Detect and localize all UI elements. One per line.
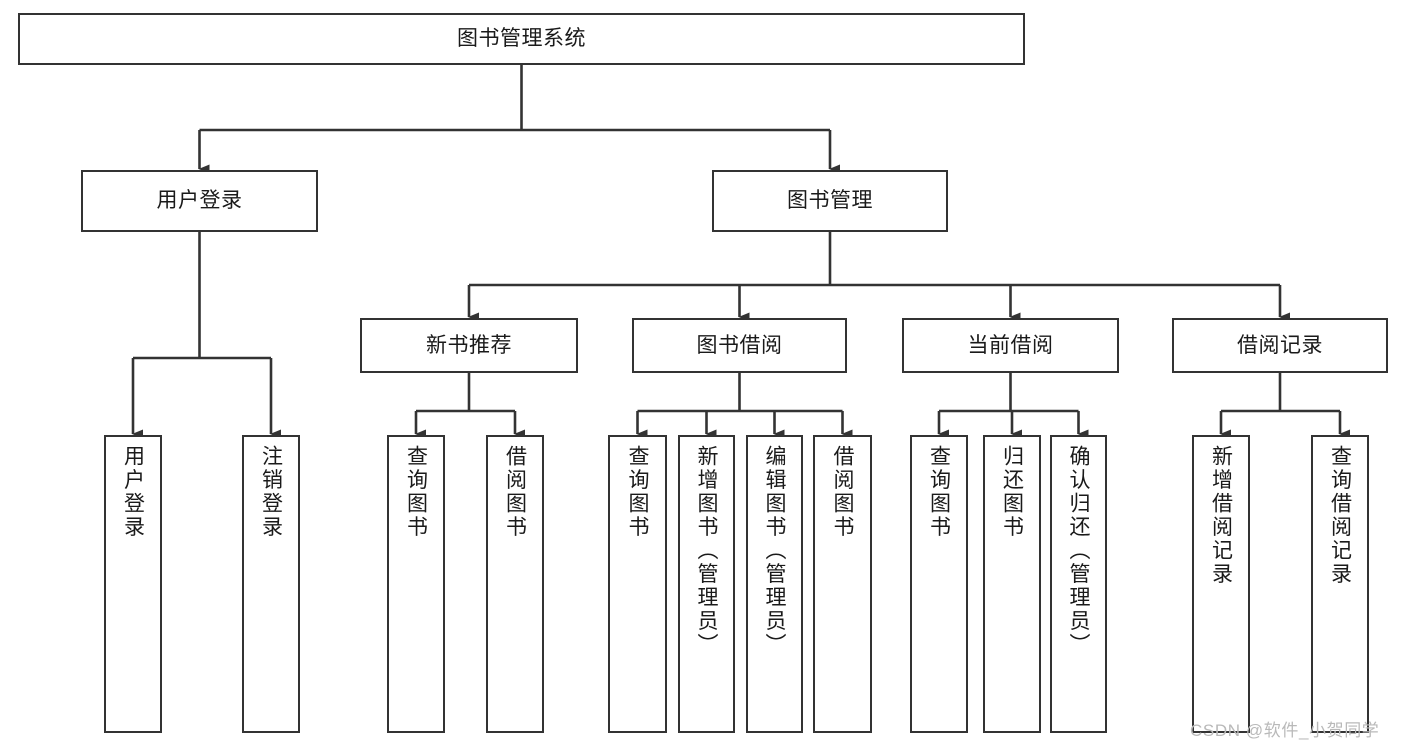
leaf-edit-book-label: 编辑图书（管理员） bbox=[763, 445, 786, 657]
node-root-label: 图书管理系统 bbox=[457, 27, 586, 51]
leaf-add-book[interactable]: 新增图书（管理员） bbox=[678, 435, 735, 733]
leaf-user-logout[interactable]: 注销登录 bbox=[242, 435, 300, 733]
leaf-edit-book[interactable]: 编辑图书（管理员） bbox=[746, 435, 803, 733]
leaf-query-book-3-label: 查询图书 bbox=[927, 445, 951, 539]
leaf-query-borrow-record[interactable]: 查询借阅记录 bbox=[1311, 435, 1369, 733]
leaf-query-book-1-label: 查询图书 bbox=[404, 445, 428, 539]
leaf-borrow-book-2-label: 借阅图书 bbox=[831, 445, 854, 539]
leaf-add-book-label: 新增图书（管理员） bbox=[695, 445, 718, 657]
leaf-add-borrow-record[interactable]: 新增借阅记录 bbox=[1192, 435, 1250, 733]
node-new-book-recommend-label: 新书推荐 bbox=[426, 333, 512, 357]
leaf-query-borrow-record-label: 查询借阅记录 bbox=[1328, 445, 1352, 586]
leaf-query-book-2[interactable]: 查询图书 bbox=[608, 435, 667, 733]
node-new-book-recommend[interactable]: 新书推荐 bbox=[360, 318, 578, 373]
leaf-return-book[interactable]: 归还图书 bbox=[983, 435, 1041, 733]
leaf-query-book-3[interactable]: 查询图书 bbox=[910, 435, 968, 733]
leaf-confirm-return[interactable]: 确认归还（管理员） bbox=[1050, 435, 1107, 733]
node-user-login-label: 用户登录 bbox=[156, 189, 243, 213]
leaf-query-book-1[interactable]: 查询图书 bbox=[387, 435, 445, 733]
leaf-confirm-return-label: 确认归还（管理员） bbox=[1067, 445, 1090, 657]
leaf-user-login[interactable]: 用户登录 bbox=[104, 435, 162, 733]
leaf-return-book-label: 归还图书 bbox=[1000, 445, 1024, 539]
leaf-user-login-label: 用户登录 bbox=[121, 445, 145, 539]
node-current-borrow[interactable]: 当前借阅 bbox=[902, 318, 1119, 373]
leaf-borrow-book-1-label: 借阅图书 bbox=[503, 445, 527, 539]
leaf-user-logout-label: 注销登录 bbox=[259, 445, 283, 539]
connector-lines bbox=[131, 65, 1350, 439]
node-current-borrow-label: 当前借阅 bbox=[967, 333, 1054, 357]
node-root[interactable]: 图书管理系统 bbox=[18, 13, 1025, 65]
node-borrow-record-label: 借阅记录 bbox=[1237, 333, 1323, 357]
leaf-add-borrow-record-label: 新增借阅记录 bbox=[1209, 445, 1233, 586]
leaf-query-book-2-label: 查询图书 bbox=[626, 445, 649, 539]
node-book-borrow[interactable]: 图书借阅 bbox=[632, 318, 847, 373]
node-book-borrow-label: 图书借阅 bbox=[696, 333, 783, 357]
node-book-manage[interactable]: 图书管理 bbox=[712, 170, 948, 232]
node-book-manage-label: 图书管理 bbox=[787, 189, 873, 213]
node-user-login[interactable]: 用户登录 bbox=[81, 170, 318, 232]
leaf-borrow-book-1[interactable]: 借阅图书 bbox=[486, 435, 544, 733]
node-borrow-record[interactable]: 借阅记录 bbox=[1172, 318, 1388, 373]
leaf-borrow-book-2[interactable]: 借阅图书 bbox=[813, 435, 872, 733]
